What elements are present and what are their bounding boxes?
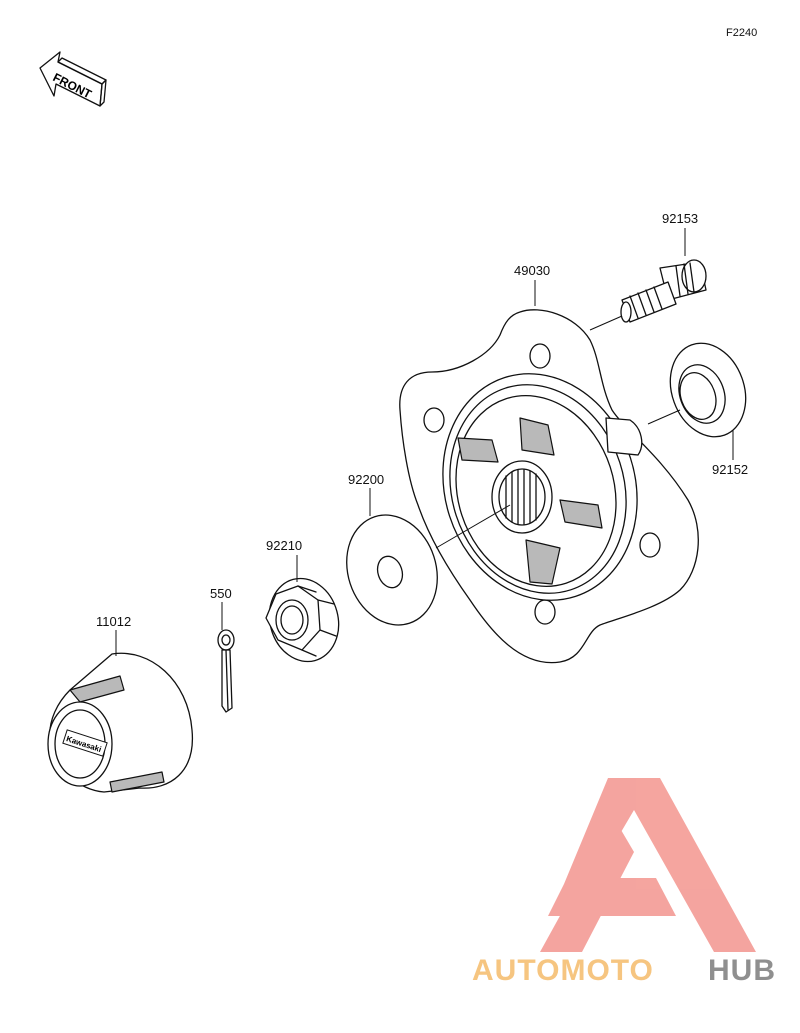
oil-seal bbox=[669, 342, 747, 438]
front-arrow-icon: FRONT bbox=[39, 51, 107, 107]
cotter-pin bbox=[217, 629, 235, 713]
leader-seal-to-hub bbox=[647, 409, 681, 425]
part-number-92152: 92152 bbox=[712, 462, 748, 477]
part-number-550: 550 bbox=[210, 586, 232, 601]
leader-bolt-to-hub bbox=[589, 315, 623, 331]
reference-code: F2240 bbox=[726, 27, 757, 39]
wheel-hub bbox=[399, 309, 699, 664]
part-number-92210: 92210 bbox=[266, 538, 302, 553]
hub-cap: Kawasaki bbox=[47, 652, 194, 793]
part-number-92200: 92200 bbox=[348, 472, 384, 487]
watermark-text-1: AUTOMOTO bbox=[472, 954, 654, 987]
washer bbox=[346, 514, 438, 626]
watermark-text-2: HUB bbox=[708, 954, 776, 987]
part-number-92153: 92153 bbox=[662, 211, 698, 226]
part-number-49030: 49030 bbox=[514, 263, 550, 278]
part-number-11012: 11012 bbox=[96, 614, 131, 629]
watermark-logo: AUTOMOTO HUB bbox=[472, 778, 776, 987]
castle-nut bbox=[265, 577, 340, 663]
hub-bolt bbox=[620, 259, 707, 323]
leader-washer-to-hub bbox=[435, 504, 511, 549]
